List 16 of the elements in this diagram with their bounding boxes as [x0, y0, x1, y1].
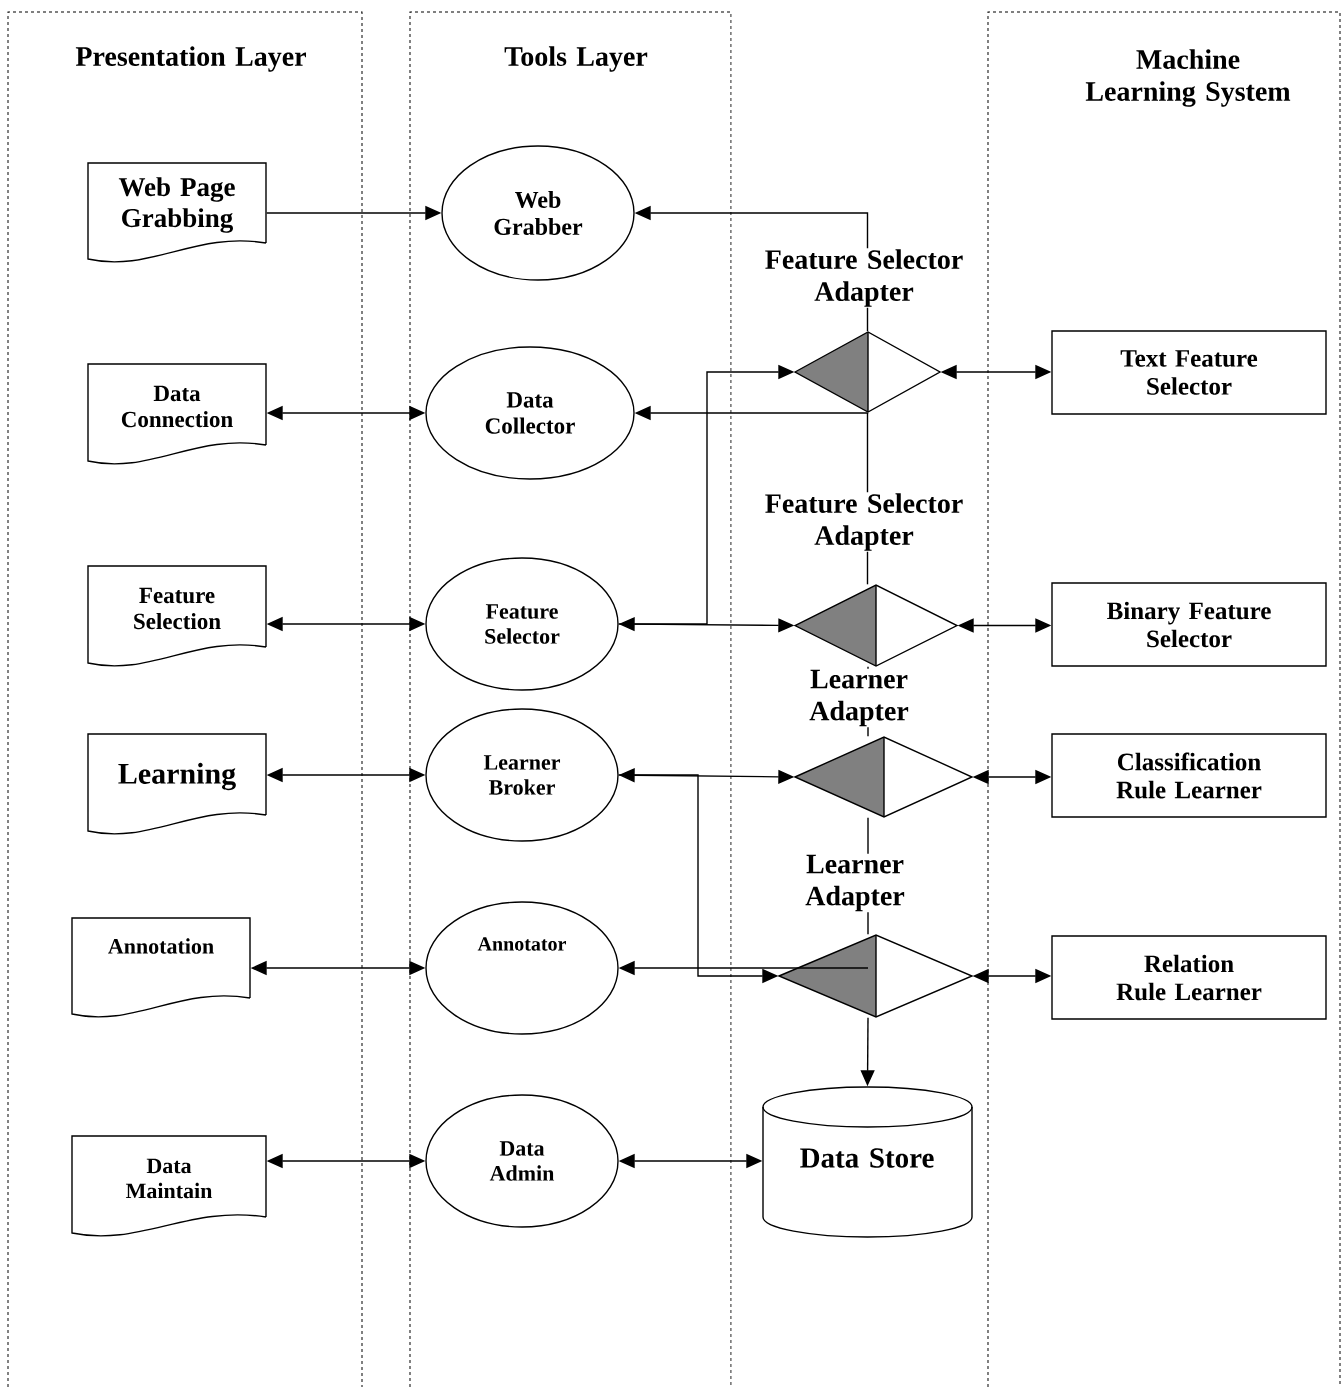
component-box: Relation Rule Learner	[1051, 935, 1327, 1020]
document-shape: Annotation	[71, 917, 251, 1018]
document-shape: Feature Selection	[87, 565, 267, 667]
data-store-cylinder: Data Store	[762, 1086, 973, 1238]
document-shape: Data Maintain	[71, 1135, 267, 1237]
component-box: Binary Feature Selector	[1051, 582, 1327, 667]
component-box: Classification Rule Learner	[1051, 733, 1327, 818]
adapter-caption: Learner Adapter	[789, 853, 921, 913]
node-label: Data Store	[800, 1148, 934, 1168]
adapter-caption: Learner Adapter	[793, 668, 925, 728]
document-shape: Learning	[87, 733, 267, 835]
adapter-caption: Feature Selector Adapter	[743, 492, 985, 552]
component-box: Text Feature Selector	[1051, 330, 1327, 415]
adapter-caption: Feature Selector Adapter	[743, 248, 985, 308]
document-shape: Web Page Grabbing	[87, 162, 267, 263]
document-shape: Data Connection	[87, 363, 267, 465]
